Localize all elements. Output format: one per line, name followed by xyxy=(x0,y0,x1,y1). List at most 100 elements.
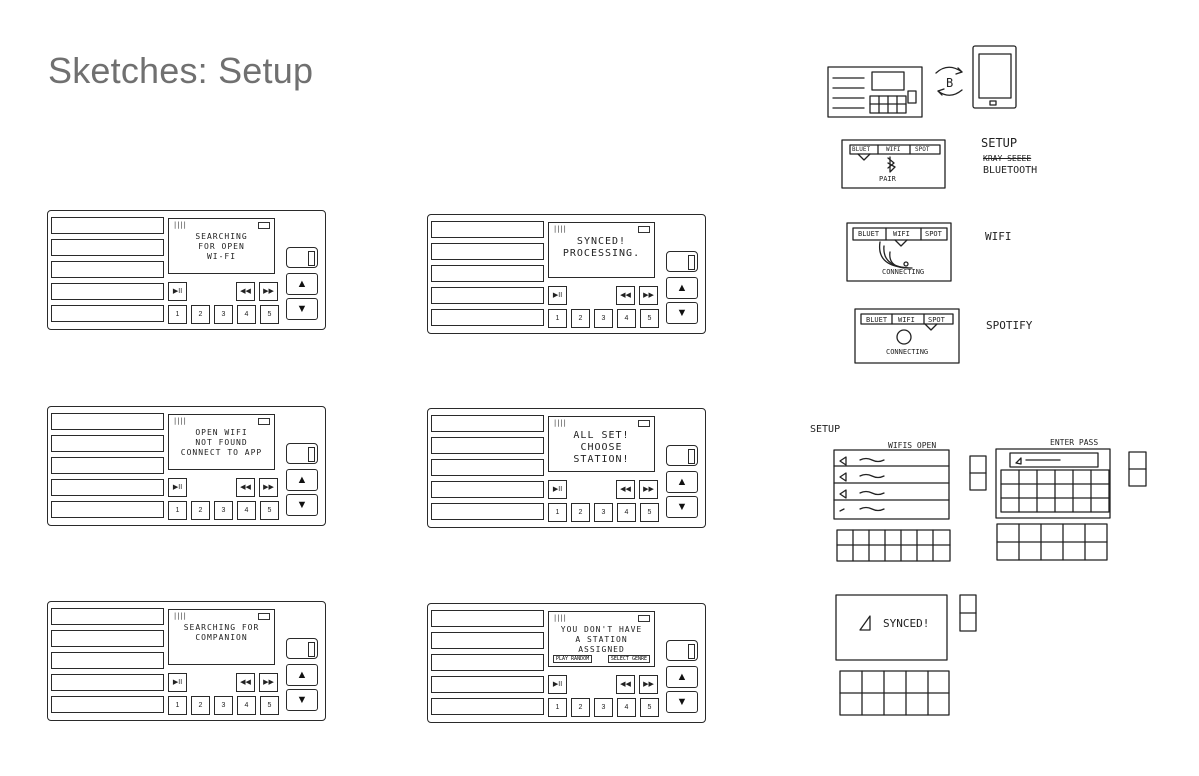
preset-button-4[interactable]: 4 xyxy=(617,503,636,522)
station-slot[interactable] xyxy=(431,459,544,476)
preset-button-2[interactable]: 2 xyxy=(571,309,590,328)
preset-button-1[interactable]: 1 xyxy=(548,698,567,717)
rewind-button[interactable]: ◀◀ xyxy=(616,480,635,499)
station-slot[interactable] xyxy=(51,479,164,496)
station-slot[interactable] xyxy=(431,415,544,432)
station-slot[interactable] xyxy=(51,696,164,713)
station-slot[interactable] xyxy=(431,676,544,693)
station-slot[interactable] xyxy=(51,217,164,234)
preset-button-1[interactable]: 1 xyxy=(548,309,567,328)
preset-button-2[interactable]: 2 xyxy=(191,305,210,324)
preset-button-5[interactable]: 5 xyxy=(260,501,279,520)
preset-button-3[interactable]: 3 xyxy=(214,696,233,715)
forward-button[interactable]: ▶▶ xyxy=(259,282,278,301)
preset-button-5[interactable]: 5 xyxy=(260,305,279,324)
screen-option-random[interactable]: PLAY RANDOM xyxy=(553,655,593,663)
station-slot[interactable] xyxy=(51,652,164,669)
up-button[interactable]: ▲ xyxy=(286,664,318,686)
rewind-button[interactable]: ◀◀ xyxy=(236,282,255,301)
play-pause-button[interactable]: ▶II xyxy=(168,282,187,301)
up-button[interactable]: ▲ xyxy=(666,666,698,688)
battery-icon xyxy=(258,418,270,425)
station-slot[interactable] xyxy=(431,309,544,326)
station-slot[interactable] xyxy=(51,413,164,430)
preset-button-4[interactable]: 4 xyxy=(237,501,256,520)
preset-button-3[interactable]: 3 xyxy=(214,305,233,324)
down-button[interactable]: ▼ xyxy=(666,302,698,324)
play-pause-button[interactable]: ▶II xyxy=(548,480,567,499)
down-button[interactable]: ▼ xyxy=(286,689,318,711)
forward-button[interactable]: ▶▶ xyxy=(639,480,658,499)
forward-button[interactable]: ▶▶ xyxy=(259,478,278,497)
forward-button[interactable]: ▶▶ xyxy=(259,673,278,692)
station-slot[interactable] xyxy=(51,239,164,256)
station-slot[interactable] xyxy=(51,283,164,300)
station-slot[interactable] xyxy=(431,481,544,498)
forward-button[interactable]: ▶▶ xyxy=(639,286,658,305)
preset-button-3[interactable]: 3 xyxy=(594,503,613,522)
preset-button-4[interactable]: 4 xyxy=(237,696,256,715)
station-slot[interactable] xyxy=(431,503,544,520)
preset-button-5[interactable]: 5 xyxy=(640,503,659,522)
rewind-button[interactable]: ◀◀ xyxy=(236,673,255,692)
preset-button-5[interactable]: 5 xyxy=(640,309,659,328)
station-slot[interactable] xyxy=(51,305,164,322)
station-slot[interactable] xyxy=(431,243,544,260)
preset-button-4[interactable]: 4 xyxy=(617,309,636,328)
station-slot[interactable] xyxy=(51,501,164,518)
screen-option-genre[interactable]: SELECT GENRE xyxy=(607,655,650,663)
station-slot[interactable] xyxy=(431,654,544,671)
station-slot[interactable] xyxy=(431,437,544,454)
power-toggle[interactable] xyxy=(286,638,318,659)
station-slot[interactable] xyxy=(51,630,164,647)
station-slot[interactable] xyxy=(51,674,164,691)
station-slot[interactable] xyxy=(431,265,544,282)
preset-button-3[interactable]: 3 xyxy=(594,698,613,717)
power-toggle[interactable] xyxy=(286,247,318,268)
station-slot[interactable] xyxy=(51,435,164,452)
station-slot[interactable] xyxy=(431,698,544,715)
preset-button-4[interactable]: 4 xyxy=(237,305,256,324)
rewind-button[interactable]: ◀◀ xyxy=(616,286,635,305)
preset-button-4[interactable]: 4 xyxy=(617,698,636,717)
forward-button[interactable]: ▶▶ xyxy=(639,675,658,694)
station-slot[interactable] xyxy=(51,608,164,625)
power-toggle[interactable] xyxy=(666,640,698,661)
preset-button-5[interactable]: 5 xyxy=(640,698,659,717)
play-pause-button[interactable]: ▶II xyxy=(168,478,187,497)
station-slot[interactable] xyxy=(51,457,164,474)
preset-button-2[interactable]: 2 xyxy=(191,501,210,520)
preset-button-5[interactable]: 5 xyxy=(260,696,279,715)
play-pause-button[interactable]: ▶II xyxy=(548,286,567,305)
up-button[interactable]: ▲ xyxy=(666,277,698,299)
preset-button-2[interactable]: 2 xyxy=(571,503,590,522)
preset-button-1[interactable]: 1 xyxy=(168,501,187,520)
preset-button-1[interactable]: 1 xyxy=(168,696,187,715)
station-slot[interactable] xyxy=(431,221,544,238)
preset-button-1[interactable]: 1 xyxy=(548,503,567,522)
down-button[interactable]: ▼ xyxy=(286,298,318,320)
rewind-button[interactable]: ◀◀ xyxy=(616,675,635,694)
station-slot[interactable] xyxy=(431,287,544,304)
up-button[interactable]: ▲ xyxy=(286,273,318,295)
preset-button-1[interactable]: 1 xyxy=(168,305,187,324)
power-toggle[interactable] xyxy=(286,443,318,464)
up-button[interactable]: ▲ xyxy=(286,469,318,491)
up-button[interactable]: ▲ xyxy=(666,471,698,493)
station-slot[interactable] xyxy=(51,261,164,278)
station-slot[interactable] xyxy=(431,632,544,649)
down-button[interactable]: ▼ xyxy=(666,691,698,713)
station-slot[interactable] xyxy=(431,610,544,627)
preset-button-3[interactable]: 3 xyxy=(594,309,613,328)
preset-button-2[interactable]: 2 xyxy=(191,696,210,715)
play-pause-button[interactable]: ▶II xyxy=(168,673,187,692)
rewind-button[interactable]: ◀◀ xyxy=(236,478,255,497)
down-button[interactable]: ▼ xyxy=(666,496,698,518)
play-pause-button[interactable]: ▶II xyxy=(548,675,567,694)
down-button[interactable]: ▼ xyxy=(286,494,318,516)
power-toggle[interactable] xyxy=(666,251,698,272)
preset-button-2[interactable]: 2 xyxy=(571,698,590,717)
preset-button-3[interactable]: 3 xyxy=(214,501,233,520)
power-toggle[interactable] xyxy=(666,445,698,466)
sketch-wifi-caption: CONNECTING xyxy=(882,268,925,276)
